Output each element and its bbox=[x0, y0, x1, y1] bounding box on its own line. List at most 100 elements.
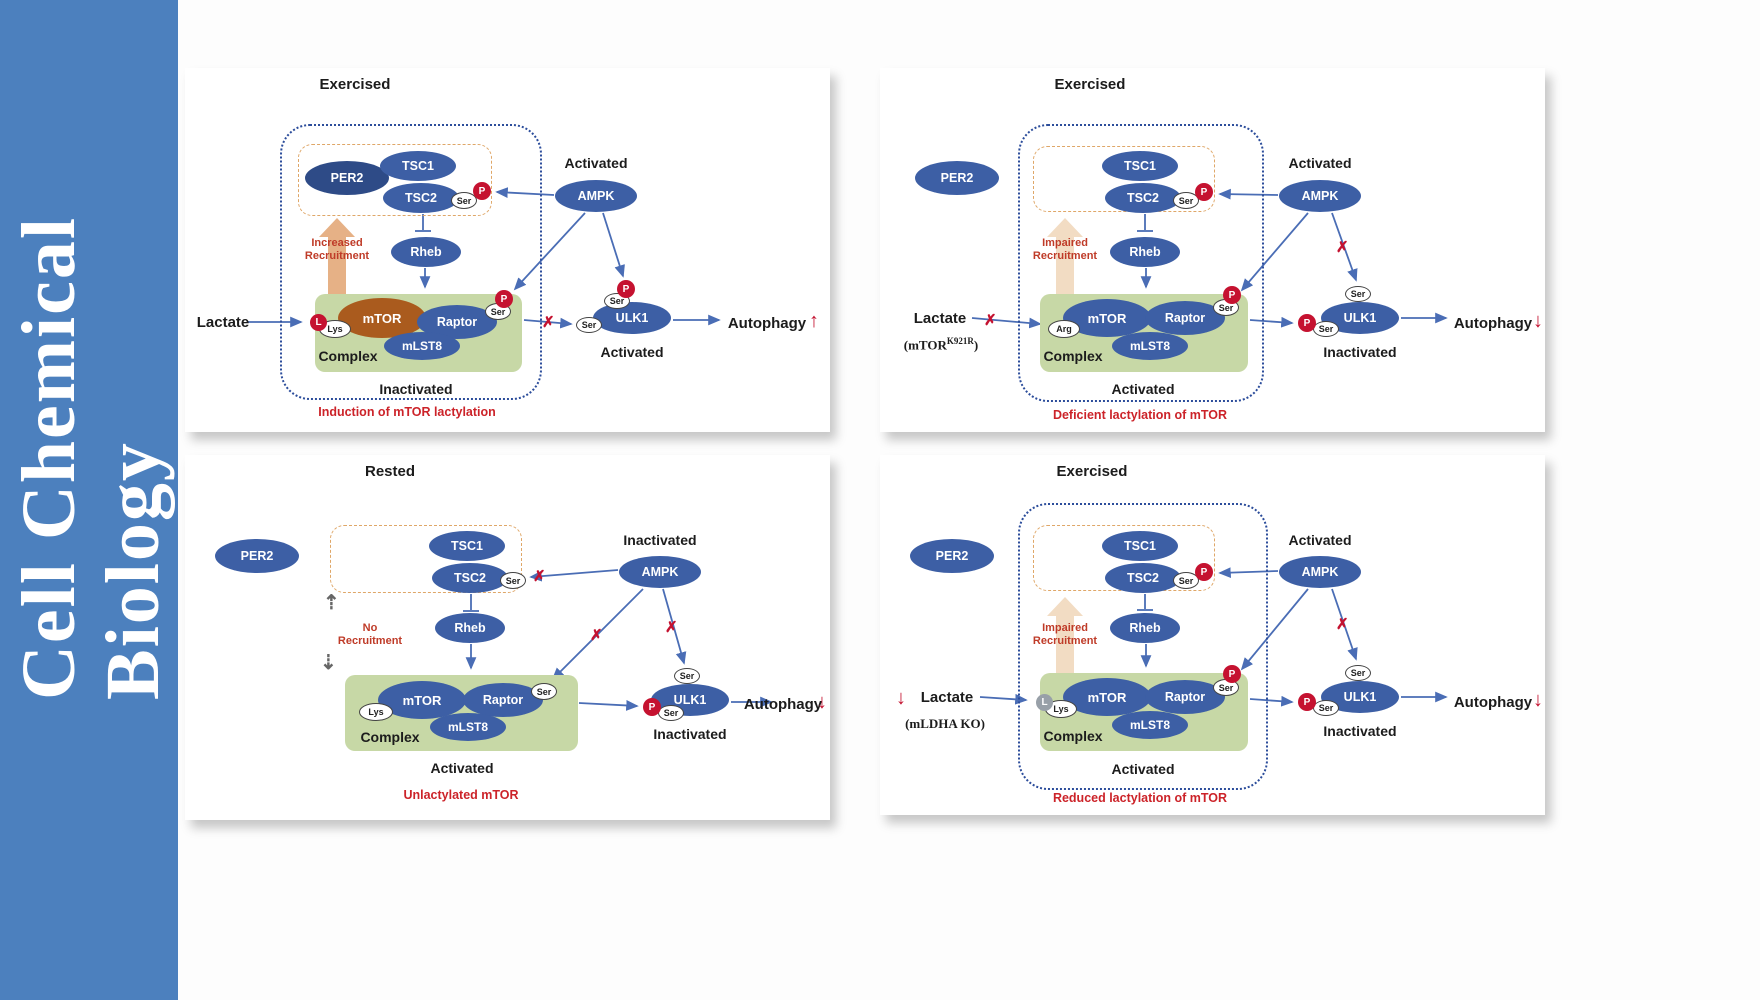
per2-tsc-recruitment-zone bbox=[298, 144, 492, 216]
tsc2-ser-site: Ser bbox=[1173, 572, 1199, 589]
autophagy-up-icon: ↑ bbox=[809, 310, 819, 332]
tsc2-node: TSC2 bbox=[1105, 563, 1181, 593]
per2-tsc-recruitment-zone bbox=[1033, 146, 1215, 212]
ampk-node: AMPK bbox=[1279, 556, 1361, 588]
ulk1-state-label: Inactivated bbox=[653, 726, 727, 742]
lactate-label: Lactate bbox=[913, 310, 967, 327]
autophagy-label: Autophagy bbox=[1453, 694, 1533, 711]
ulk1-ser-site-left: Ser bbox=[1313, 321, 1339, 337]
raptor-node: Raptor bbox=[1145, 301, 1225, 335]
recruitment-label-line2: Recruitment bbox=[304, 250, 370, 262]
arrow-complex-to-ulk1 bbox=[578, 700, 639, 711]
blocked-mark-ampk-ulk1: ✗ bbox=[1336, 239, 1349, 256]
dashed-down-arrow-icon: ⇣ bbox=[320, 652, 337, 674]
complex-label: Complex bbox=[1043, 728, 1103, 744]
mlst8-node: mLST8 bbox=[384, 332, 460, 360]
panel-caption: Reduced lactylation of mTOR bbox=[1052, 791, 1228, 805]
blocked-mark-lactate: ✗ bbox=[984, 312, 997, 329]
ulk1-state-label: Inactivated bbox=[1323, 723, 1397, 739]
panel-caption: Induction of mTOR lactylation bbox=[318, 405, 496, 419]
ampk-state-label: Activated bbox=[1288, 532, 1352, 548]
ulk1-ser-site-left: Ser bbox=[576, 317, 602, 333]
lactyl-icon: L bbox=[310, 314, 327, 331]
tsc2-phospho-icon: P bbox=[1195, 183, 1213, 201]
arrow-ampk-to-tsc2 bbox=[1218, 567, 1279, 579]
recruitment-label-line2: Recruitment bbox=[1032, 635, 1098, 647]
recruitment-label-line1: Impaired bbox=[1042, 622, 1088, 634]
blocked-mark-ampk-raptor: ✗ bbox=[590, 627, 603, 644]
pathway-wires bbox=[971, 188, 1448, 329]
complex-label: Complex bbox=[360, 729, 420, 745]
tsc2-phospho-icon: P bbox=[1195, 563, 1213, 581]
arrow-ampk-to-ulk1-blocked bbox=[1331, 212, 1358, 282]
raptor-phospho-icon: P bbox=[1223, 665, 1241, 683]
tsc1-node: TSC1 bbox=[1102, 151, 1178, 181]
lactate-label: Lactate bbox=[920, 689, 974, 706]
recruitment-label-line1: Impaired bbox=[1042, 237, 1088, 249]
condition-title: Exercised bbox=[1056, 463, 1128, 480]
tsc2-ser-site: Ser bbox=[500, 572, 526, 589]
tsc2-phospho-icon: P bbox=[473, 182, 491, 200]
journal-title-line1: Cell Chemical bbox=[7, 215, 91, 700]
recruitment-label-line1: No bbox=[362, 622, 378, 634]
rheb-node: Rheb bbox=[391, 237, 461, 267]
panel-caption: Unlactylated mTOR bbox=[403, 788, 519, 802]
blocked-mark-mtor-ulk1: ✗ bbox=[542, 314, 555, 331]
per2-node: PER2 bbox=[215, 539, 299, 573]
condition-title: Exercised bbox=[1054, 76, 1126, 93]
per2-node: PER2 bbox=[915, 161, 999, 195]
condition-title: Rested bbox=[364, 463, 416, 480]
arrow-ampk-to-raptor bbox=[1240, 212, 1309, 292]
arrow-complex-to-ulk1-blocked bbox=[523, 317, 573, 329]
ulk1-ser-site-top: Ser bbox=[1345, 286, 1371, 302]
per2-node: PER2 bbox=[305, 161, 389, 195]
autophagy-down-icon: ↓ bbox=[1533, 310, 1543, 332]
journal-banner: Cell Chemical Biology bbox=[0, 0, 178, 1000]
lactate-down-icon: ↓ bbox=[896, 687, 906, 709]
mtor-node: mTOR bbox=[1063, 678, 1151, 716]
exercise-boundary bbox=[1018, 503, 1268, 790]
ulk1-state-label: Activated bbox=[600, 344, 664, 360]
rheb-node: Rheb bbox=[1110, 237, 1180, 267]
arrow-complex-to-ulk1 bbox=[1249, 316, 1294, 328]
complex-state-label: Activated bbox=[1111, 381, 1175, 397]
arrow-ampk-to-tsc2-blocked bbox=[529, 569, 619, 582]
mlst8-node: mLST8 bbox=[430, 713, 506, 741]
recruitment-label-line2: Recruitment bbox=[337, 635, 403, 647]
arrow-ampk-to-ulk1-blocked bbox=[1331, 588, 1358, 661]
blocked-mark-ampk-tsc2: ✗ bbox=[533, 568, 546, 585]
raptor-node: Raptor bbox=[1145, 680, 1225, 714]
tsc2-ser-site: Ser bbox=[451, 192, 477, 209]
mutation-note: (mTORK921R) bbox=[885, 336, 997, 353]
complex-label: Complex bbox=[1043, 348, 1103, 364]
ulk1-phospho-icon: P bbox=[617, 280, 635, 298]
mlst8-node: mLST8 bbox=[1112, 711, 1188, 739]
ulk1-ser-site-top: Ser bbox=[674, 668, 700, 684]
autophagy-label: Autophagy bbox=[727, 315, 807, 332]
ampk-state-label: Activated bbox=[1288, 155, 1352, 171]
mtor-arg-site: Arg bbox=[1048, 320, 1080, 338]
mtor-node: mTOR bbox=[338, 298, 426, 338]
recruitment-label-line2: Recruitment bbox=[1032, 250, 1098, 262]
per2-tsc-recruitment-zone bbox=[330, 525, 522, 593]
per2-node: PER2 bbox=[910, 539, 994, 573]
arrow-ampk-to-raptor bbox=[513, 212, 586, 291]
mutation-note: (mLDHA KO) bbox=[905, 716, 985, 731]
ulk1-ser-site-left: Ser bbox=[658, 705, 684, 721]
raptor-ser-site: Ser bbox=[531, 683, 557, 700]
ampk-node: AMPK bbox=[555, 180, 637, 212]
mlst8-node: mLST8 bbox=[1112, 332, 1188, 360]
recruitment-block-arrow bbox=[319, 218, 355, 315]
complex-state-label: Inactivated bbox=[379, 381, 453, 397]
panel-unlactylated-mtor: Rested PER2 TSC1 TSC2 Ser ✗ Inactivated … bbox=[185, 455, 830, 820]
pathway-wires bbox=[979, 567, 1448, 707]
blocked-mark-ampk-ulk1: ✗ bbox=[665, 619, 678, 636]
panel-caption: Deficient lactylation of mTOR bbox=[1052, 408, 1228, 422]
recruitment-block-arrow-faded bbox=[1047, 218, 1083, 315]
arrow-ampk-to-raptor bbox=[1240, 588, 1309, 671]
raptor-node: Raptor bbox=[463, 683, 543, 717]
complex-label: Complex bbox=[318, 348, 378, 364]
journal-title-line2: Biology bbox=[91, 441, 175, 700]
condition-title: Exercised bbox=[319, 76, 391, 93]
